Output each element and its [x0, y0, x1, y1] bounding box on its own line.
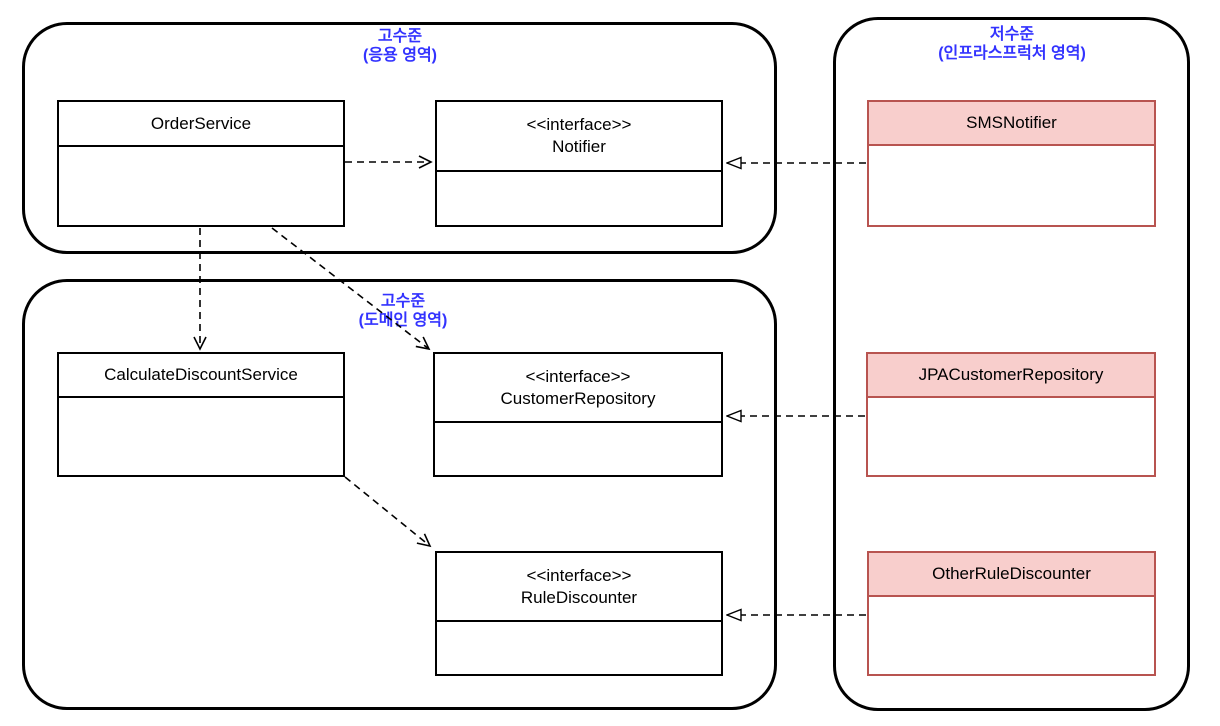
interface-stereotype: <<interface>>	[526, 565, 632, 585]
class-box-jpa-customer-repository: JPACustomerRepository	[866, 352, 1156, 477]
interface-box-notifier-body	[437, 172, 721, 225]
interface-box-rule-discounter: <<interface>> RuleDiscounter	[435, 551, 723, 676]
class-name: JPACustomerRepository	[918, 365, 1104, 384]
interface-box-rule-discounter-header: <<interface>> RuleDiscounter	[437, 553, 721, 622]
class-box-order-service-header: OrderService	[59, 102, 343, 147]
class-box-calculate-discount-service-body	[59, 398, 343, 475]
infrastructure-area-label-line1: 저수준	[989, 26, 1035, 43]
interface-stereotype: <<interface>>	[525, 366, 631, 386]
interface-stereotype: <<interface>>	[526, 115, 632, 134]
domain-area-label-line2: (도메인 영역)	[358, 312, 448, 329]
class-box-other-rule-discounter-header: OtherRuleDiscounter	[869, 553, 1154, 597]
class-box-jpa-customer-repository-header: JPACustomerRepository	[868, 354, 1154, 398]
class-box-other-rule-discounter-body	[869, 597, 1154, 674]
class-box-sms-notifier-header: SMSNotifier	[869, 102, 1154, 146]
interface-box-customer-repository-body	[435, 423, 721, 475]
domain-area-label: 고수준 (도메인 영역)	[359, 292, 448, 330]
interface-name: RuleDiscounter	[520, 587, 638, 607]
application-area-label: 고수준 (응용 영역)	[363, 27, 437, 65]
class-box-order-service: OrderService	[57, 100, 345, 227]
class-box-calculate-discount-service-header: CalculateDiscountService	[59, 354, 343, 398]
class-box-sms-notifier-body	[869, 146, 1154, 225]
interface-box-notifier: <<interface>> Notifier	[435, 100, 723, 227]
application-area-label-line2: (응용 영역)	[363, 47, 437, 64]
interface-box-notifier-header: <<interface>> Notifier	[437, 102, 721, 172]
interface-name: Notifier	[552, 137, 606, 156]
infrastructure-area-label: 저수준 (인프라스프럭처 영역)	[938, 25, 1086, 63]
class-box-other-rule-discounter: OtherRuleDiscounter	[867, 551, 1156, 676]
application-area-label-line1: 고수준	[377, 28, 423, 45]
class-name: OrderService	[150, 113, 252, 133]
class-name: OtherRuleDiscounter	[932, 564, 1091, 583]
class-box-order-service-body	[59, 147, 343, 225]
domain-area-label-line1: 고수준	[380, 293, 426, 310]
class-name: CalculateDiscountService	[104, 365, 298, 384]
class-box-sms-notifier: SMSNotifier	[867, 100, 1156, 227]
class-box-calculate-discount-service: CalculateDiscountService	[57, 352, 345, 477]
infrastructure-area-container	[833, 17, 1190, 711]
interface-name: CustomerRepository	[500, 388, 656, 408]
class-box-jpa-customer-repository-body	[868, 398, 1154, 475]
interface-box-customer-repository-header: <<interface>> CustomerRepository	[435, 354, 721, 423]
interface-box-customer-repository: <<interface>> CustomerRepository	[433, 352, 723, 477]
class-name: SMSNotifier	[966, 113, 1057, 132]
interface-box-rule-discounter-body	[437, 622, 721, 674]
infrastructure-area-label-line2: (인프라스프럭처 영역)	[938, 45, 1086, 62]
